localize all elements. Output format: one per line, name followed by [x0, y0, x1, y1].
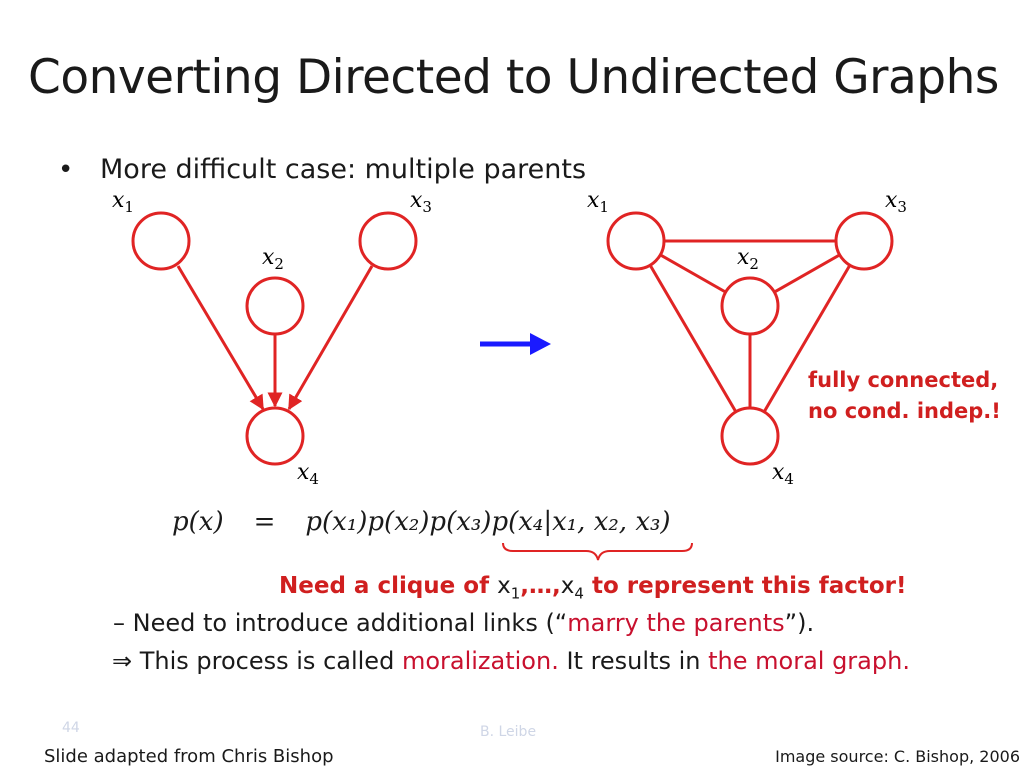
conversion-arrow — [480, 333, 551, 355]
edge-x1-x4 — [176, 265, 265, 411]
note-line-1: fully connected, — [808, 368, 999, 392]
clique-post: to represent this factor! — [583, 573, 907, 599]
subbullet-moralization: ⇒ This process is called moralization. I… — [112, 647, 910, 675]
factor-brace — [502, 542, 693, 561]
slide-number: 44 — [62, 720, 80, 736]
slide-title: Converting Directed to Undirected Graphs — [28, 50, 999, 105]
label-x2: x2 — [737, 245, 759, 273]
footer-credit: Slide adapted from Chris Bishop — [44, 746, 334, 767]
subbullet-marry-parents: – Need to introduce additional links (“m… — [113, 609, 815, 637]
highlight-moral-graph: the moral graph. — [708, 647, 910, 675]
clique-var-b: x4 — [560, 573, 584, 603]
clique-pre: Need a clique of — [279, 573, 498, 599]
highlight-marry-parents: marry the parents — [567, 609, 785, 637]
footer-image-source: Image source: C. Bishop, 2006 — [775, 747, 1020, 766]
node-x4 — [245, 406, 305, 466]
formula-lhs: p(x) — [172, 507, 224, 537]
node-x2 — [720, 276, 780, 336]
edge-x1-x4 — [634, 240, 752, 437]
moral-graph: x1 x2 x3 x4 — [587, 188, 907, 488]
directed-graph: x1 x2 x3 x4 — [112, 188, 432, 488]
node-x2 — [245, 276, 305, 336]
node-x1 — [606, 211, 666, 271]
implies-icon: ⇒ — [112, 647, 133, 675]
slide-author: B. Leibe — [480, 724, 537, 740]
label-x2: x2 — [262, 245, 284, 273]
edge-x3-x4 — [287, 265, 374, 411]
label-x1: x1 — [587, 188, 609, 216]
label-x3: x3 — [410, 188, 432, 216]
label-x1: x1 — [112, 188, 134, 216]
node-x4 — [720, 406, 780, 466]
factorization-formula: p(x) = p(x₁)p(x₂)p(x₃)p(x₄|x₁, x₂, x₃) — [172, 504, 671, 540]
label-x4: x4 — [772, 460, 794, 488]
node-x1 — [131, 211, 191, 271]
bullet-text: More difficult case: multiple parents — [100, 154, 587, 185]
formula-equals: = — [253, 507, 276, 537]
note-line-2: no cond. indep.! — [808, 399, 1001, 423]
clique-statement: Need a clique of x1,…,x4 to represent th… — [279, 570, 907, 610]
edge-x3-x4 — [748, 240, 866, 437]
formula-parents: p(x₁)p(x₂)p(x₃) — [305, 507, 492, 537]
node-x3 — [358, 211, 418, 271]
node-x3 — [834, 211, 894, 271]
label-x4: x4 — [297, 460, 319, 488]
formula-factor: p(x₄|x₁, x₂, x₃) — [491, 507, 671, 537]
bullet-marker: • — [58, 155, 74, 185]
label-x3: x3 — [885, 188, 907, 216]
fully-connected-note: fully connected, no cond. indep.! — [808, 365, 1001, 427]
clique-var-a: x1 — [497, 573, 521, 603]
clique-mid: ,…, — [520, 573, 561, 599]
highlight-moralization: moralization. — [401, 647, 559, 675]
